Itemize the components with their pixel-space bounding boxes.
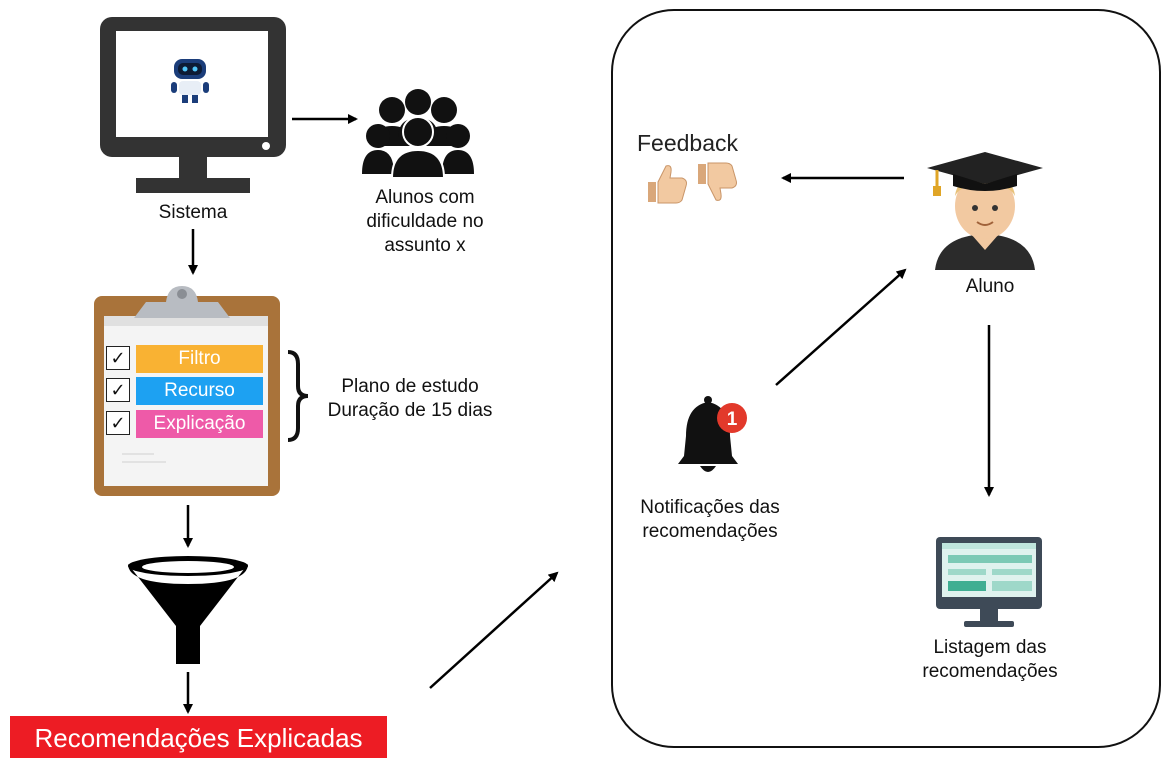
funnel-icon	[128, 556, 248, 664]
monitor-icon	[100, 17, 286, 193]
checkbox-icon: ✓	[106, 346, 130, 370]
plan-label: Plano de estudo Duração de 15 dias	[310, 375, 510, 423]
listing-label-line: recomendações	[922, 661, 1058, 682]
desktop-icon	[936, 537, 1042, 627]
student-panel-frame	[611, 9, 1161, 748]
robot-icon	[171, 59, 209, 103]
checkbox-icon: ✓	[106, 411, 130, 435]
notifications-label-line: recomendações	[642, 521, 778, 542]
plan-label-line: Duração de 15 dias	[327, 400, 493, 421]
listing-label: Listagem das recomendações	[900, 636, 1080, 684]
checkbox-icon: ✓	[106, 378, 130, 402]
thumbs-down-icon	[698, 162, 737, 201]
plan-item-recurso: Recurso	[136, 377, 263, 405]
notifications-label: Notificações das recomendações	[620, 496, 800, 544]
notification-badge-count: 1	[727, 409, 738, 430]
students-label-line: dificuldade no	[366, 211, 484, 232]
curly-brace-icon	[287, 350, 309, 442]
students-label-line: Alunos com	[375, 187, 475, 208]
listing-label-line: Listagem das	[933, 637, 1047, 658]
system-label: Sistema	[158, 202, 228, 223]
plan-item-filtro: Filtro	[136, 345, 263, 373]
thumbs-up-icon	[648, 165, 687, 204]
badge-icon	[717, 403, 747, 433]
arrow-notification-to-student	[775, 268, 907, 386]
plan-label-line: Plano de estudo	[341, 376, 479, 397]
group-icon	[362, 89, 474, 178]
student-label: Aluno	[965, 276, 1015, 297]
students-label: Alunos com dificuldade no assunto x	[355, 186, 495, 258]
notifications-label-line: Notificações das	[640, 497, 780, 518]
arrow-result-to-panel	[429, 571, 559, 689]
graduate-icon	[927, 152, 1043, 270]
feedback-label: Feedback	[637, 130, 739, 156]
plan-item-explicacao: Explicação	[136, 410, 263, 438]
bell-icon: 1	[678, 396, 747, 472]
students-label-line: assunto x	[384, 235, 466, 256]
result-banner: Recomendações Explicadas	[10, 716, 387, 758]
